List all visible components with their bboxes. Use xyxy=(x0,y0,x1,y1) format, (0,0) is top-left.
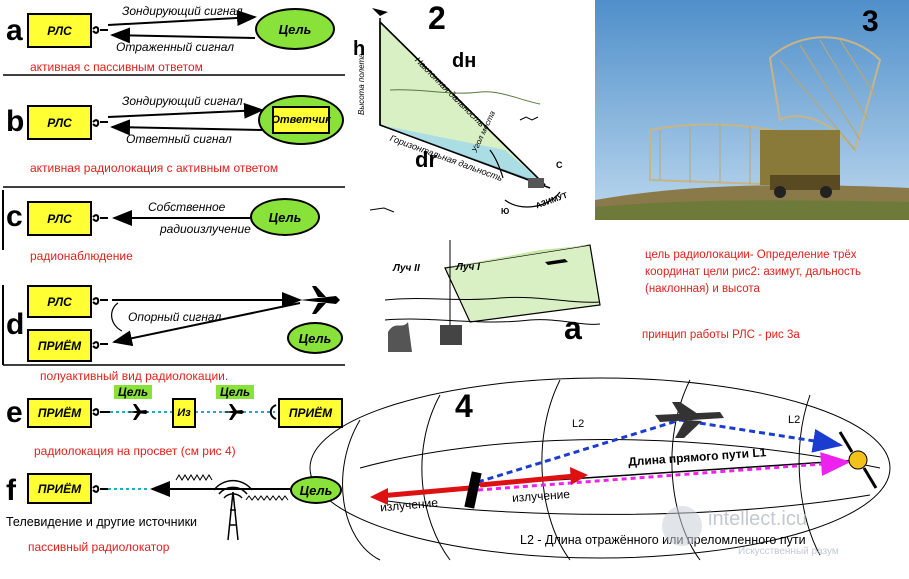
pane-f-caption: пассивный радиолокатор xyxy=(28,540,170,554)
watermark-subtitle: Искусственный разум xyxy=(738,546,839,557)
pane-c-own-label: Собственное xyxy=(148,200,226,214)
pane-c-radar-box: РЛС xyxy=(27,201,92,236)
fig3-radar-photo xyxy=(595,0,909,220)
pane-a-reflected-signal-label: Отраженный сигнал xyxy=(116,40,235,54)
pane-a-radar-box: РЛС xyxy=(27,13,92,48)
pane-f-signals xyxy=(92,474,290,501)
pane-b-response-signal-label: Ответный сигнал xyxy=(126,132,232,146)
pane-a-probe-signal-label: Зондирующий сигнал xyxy=(122,4,243,18)
pane-b-transponder-box: Ответчик xyxy=(271,106,331,134)
fig4-caption: L2 - Длина отражённого или преломленного… xyxy=(520,533,806,547)
fig2-drawing xyxy=(369,8,561,213)
fig4-receiver-icon xyxy=(838,431,878,489)
radar-principle-text: принцип работы РЛС - рис 3а xyxy=(642,329,800,341)
fig3a-letter: а xyxy=(564,310,582,346)
fig4-l2-left-label: L2 xyxy=(572,418,585,430)
pane-bottom-lines xyxy=(3,74,345,366)
tv-tower-icon xyxy=(213,479,253,541)
fig2-dr-label: dr xyxy=(415,147,437,172)
pane-b-radar-box: РЛС xyxy=(27,105,92,140)
pane-d-caption: полуактивный вид радиолокации. xyxy=(40,369,229,383)
fig4-reflected-path xyxy=(477,418,851,492)
fig2-h-label: h xyxy=(353,38,366,60)
pane-a-letter: a xyxy=(6,14,23,47)
fig4-l2-right-label: L2 xyxy=(788,414,801,426)
radar-goal-text: цель радиолокации- Определение трёх коор… xyxy=(645,249,862,295)
pane-b-probe-signal-label: Зондирующий сигнал xyxy=(122,94,243,108)
pane-e-receiver-box-left: ПРИЁМ xyxy=(27,398,92,428)
pane-b-target-blob: Ответчик xyxy=(258,95,344,145)
pane-e-caption: радиолокация на просвет (см рис 4) xyxy=(34,444,236,458)
fig4-plane-icon xyxy=(655,402,724,438)
pane-d-target: Цель xyxy=(287,322,343,354)
pane-f-target: Цель xyxy=(290,476,342,504)
pane-d-signals xyxy=(92,292,302,349)
fig3a-beam2-label: Луч II xyxy=(393,263,420,274)
fig2-dn-label: dн xyxy=(452,50,477,72)
pane-c-emission-label: радиоизлучение xyxy=(160,222,251,236)
fig2-north-label: С xyxy=(556,160,563,170)
fig2-height-label: Высота полета xyxy=(357,53,366,116)
fig4-transmitter-icon xyxy=(464,471,482,509)
fig2-number: 2 xyxy=(428,0,446,36)
pane-e-target-label-2: Цель xyxy=(216,385,255,399)
pane-d-reference-signal-label: Опорный сигнал xyxy=(128,310,222,324)
watermark-title: intellect.icu xyxy=(708,508,807,530)
fig2-south-label: Ю xyxy=(501,207,510,216)
pane-c-letter: c xyxy=(6,200,23,233)
pane-d-radar-box: РЛС xyxy=(27,285,92,318)
pane-c-caption: радионаблюдение xyxy=(30,249,133,263)
pane-a-caption: активная с пассивным ответом xyxy=(30,60,203,74)
pane-f-letter: f xyxy=(6,474,16,507)
pane-b-letter: b xyxy=(6,105,25,138)
fig4-number: 4 xyxy=(455,388,473,424)
pane-d-receiver-box: ПРИЁМ xyxy=(27,329,92,362)
fig3a-beam1-label: Луч I xyxy=(456,262,480,273)
pane-b-caption: активная радиолокация с активным ответом xyxy=(30,161,279,175)
pane-b-signals xyxy=(92,102,271,136)
pane-f-tv-sources-label: Телевидение и другие источники xyxy=(6,515,198,529)
pane-f-receiver-box: ПРИЁМ xyxy=(27,473,92,504)
pane-d-plane-icon xyxy=(300,286,340,314)
fig3-number: 3 xyxy=(862,5,879,38)
pane-e-target-label-1: Цель xyxy=(114,385,153,399)
fig4-emission-arrows xyxy=(370,467,588,505)
pane-e-emitter-box: Из xyxy=(172,398,196,428)
fig3a-drawing xyxy=(384,240,601,352)
pane-c-signals xyxy=(92,210,250,226)
pane-c-target: Цель xyxy=(250,198,320,236)
watermark-logo-icon xyxy=(662,506,702,546)
pane-a-target: Цель xyxy=(255,8,335,50)
pane-d-letter: d xyxy=(6,308,25,341)
pane-e-plane-icons xyxy=(126,404,244,420)
pane-e-receiver-box-right: ПРИЁМ xyxy=(278,398,343,428)
pane-e-letter: e xyxy=(6,396,23,429)
pane-a-signals xyxy=(92,9,257,44)
